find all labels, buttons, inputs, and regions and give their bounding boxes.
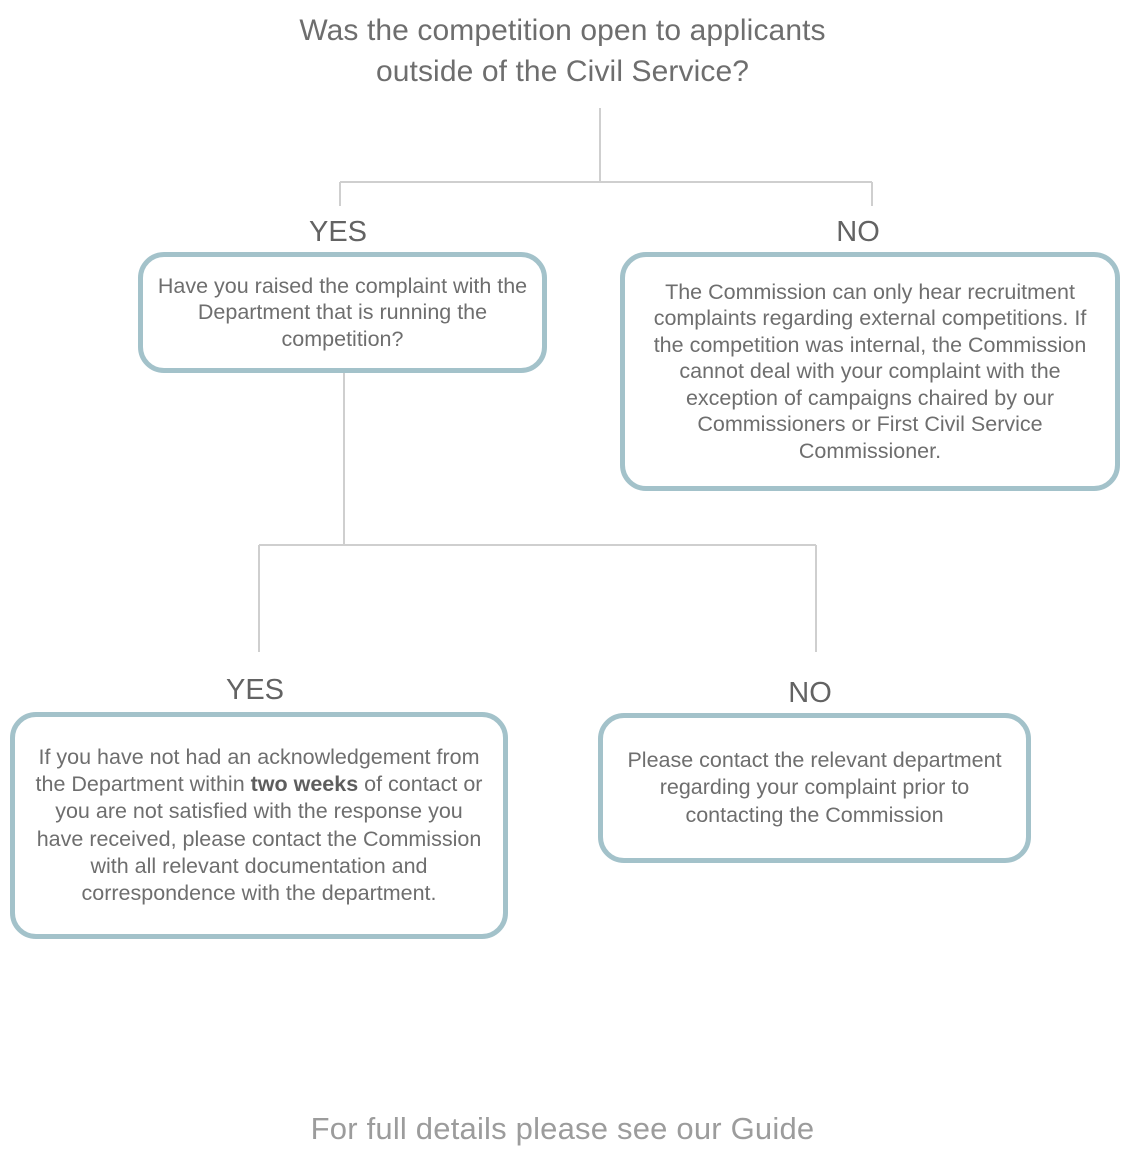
node-contact-department-text: Please contact the relevant department r… (627, 748, 1002, 827)
node-contact-commission-text-pre: If you have not had an acknowledgement f… (35, 744, 480, 797)
node-raised-complaint-text: Have you raised the complaint with the D… (157, 273, 528, 351)
node-raised-complaint[interactable]: Have you raised the complaint with the D… (138, 252, 547, 373)
node-contact-commission-text-post: of contact or you are not satisfied with… (36, 772, 483, 905)
node-external-only-text: The Commission can only hear recruitment… (653, 279, 1087, 463)
node-contact-commission[interactable]: If you have not had an acknowledgement f… (10, 712, 508, 939)
branch-label-level2-no: NO (788, 677, 832, 709)
branch-label-level1-no: NO (836, 216, 880, 248)
node-contact-commission-text-emphasis: two weeks (250, 772, 359, 797)
branch-label-level1-yes: YES (308, 216, 368, 248)
footer-guide-note: For full details please see our Guide (310, 1111, 815, 1146)
branch-label-level2-yes: YES (225, 674, 285, 706)
node-contact-commission-text: If you have not had an acknowledgement f… (15, 744, 503, 907)
page-title: Was the competition open to applicants o… (299, 14, 826, 88)
node-contact-department[interactable]: Please contact the relevant department r… (598, 713, 1031, 863)
node-external-only[interactable]: The Commission can only hear recruitment… (620, 252, 1120, 491)
